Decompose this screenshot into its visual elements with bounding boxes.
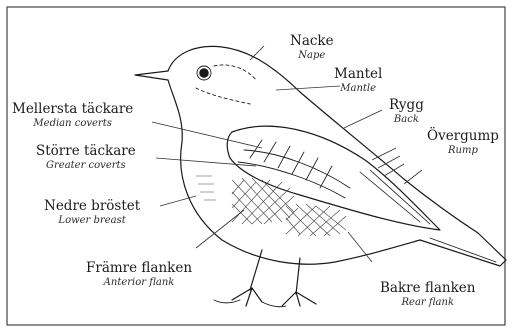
label-rump-swedish: Övergump (427, 130, 499, 144)
label-rear-flank: Bakre flanken Rear flank (380, 282, 476, 308)
label-median-coverts-swedish: Mellersta täckare (12, 103, 133, 117)
label-back: Rygg Back (389, 99, 424, 125)
label-nape: Nacke Nape (290, 35, 334, 61)
nape-leader (250, 46, 264, 60)
label-back-english: Back (389, 115, 424, 125)
label-greater-coverts-swedish: Större täckare (36, 145, 136, 159)
label-back-swedish: Rygg (389, 99, 424, 113)
back-ticks (372, 148, 404, 176)
label-median-coverts: Mellersta täckare Median coverts (12, 103, 133, 129)
label-mantle: Mantel Mantle (334, 68, 382, 94)
label-rump: Övergump Rump (427, 130, 499, 156)
anterior-flank-hatch (232, 178, 294, 224)
label-nape-english: Nape (290, 51, 334, 61)
rear-flank-leader (348, 232, 372, 262)
label-greater-coverts-english: Greater coverts (36, 161, 136, 171)
label-anterior-flank-english: Anterior flank (86, 278, 192, 288)
anterior-flank-leader (196, 210, 244, 248)
front-leg (232, 250, 262, 306)
label-rear-flank-swedish: Bakre flanken (380, 282, 476, 296)
lower-breast-ticks (196, 176, 216, 200)
underparts-outline (168, 80, 420, 264)
label-greater-coverts: Större täckare Greater coverts (36, 145, 136, 171)
label-mantle-swedish: Mantel (334, 68, 382, 82)
label-anterior-flank-swedish: Främre flanken (86, 262, 192, 276)
mantle-leader (276, 86, 340, 90)
label-anterior-flank: Främre flanken Anterior flank (86, 262, 192, 288)
label-median-coverts-english: Median coverts (12, 119, 133, 129)
eye (200, 69, 208, 77)
rear-leg (282, 258, 316, 306)
beak (135, 71, 168, 80)
label-lower-breast-swedish: Nedre bröstet (44, 200, 140, 214)
median-coverts-leader (152, 122, 262, 148)
label-rear-flank-english: Rear flank (380, 298, 476, 308)
label-lower-breast-english: Lower breast (44, 216, 140, 226)
label-nape-swedish: Nacke (290, 35, 334, 49)
label-mantle-english: Mantle (334, 84, 382, 94)
rump-leader (404, 170, 422, 184)
rear-flank-hatch (286, 204, 346, 236)
label-rump-english: Rump (427, 146, 499, 156)
label-lower-breast: Nedre bröstet Lower breast (44, 200, 140, 226)
back-leader (344, 110, 382, 128)
